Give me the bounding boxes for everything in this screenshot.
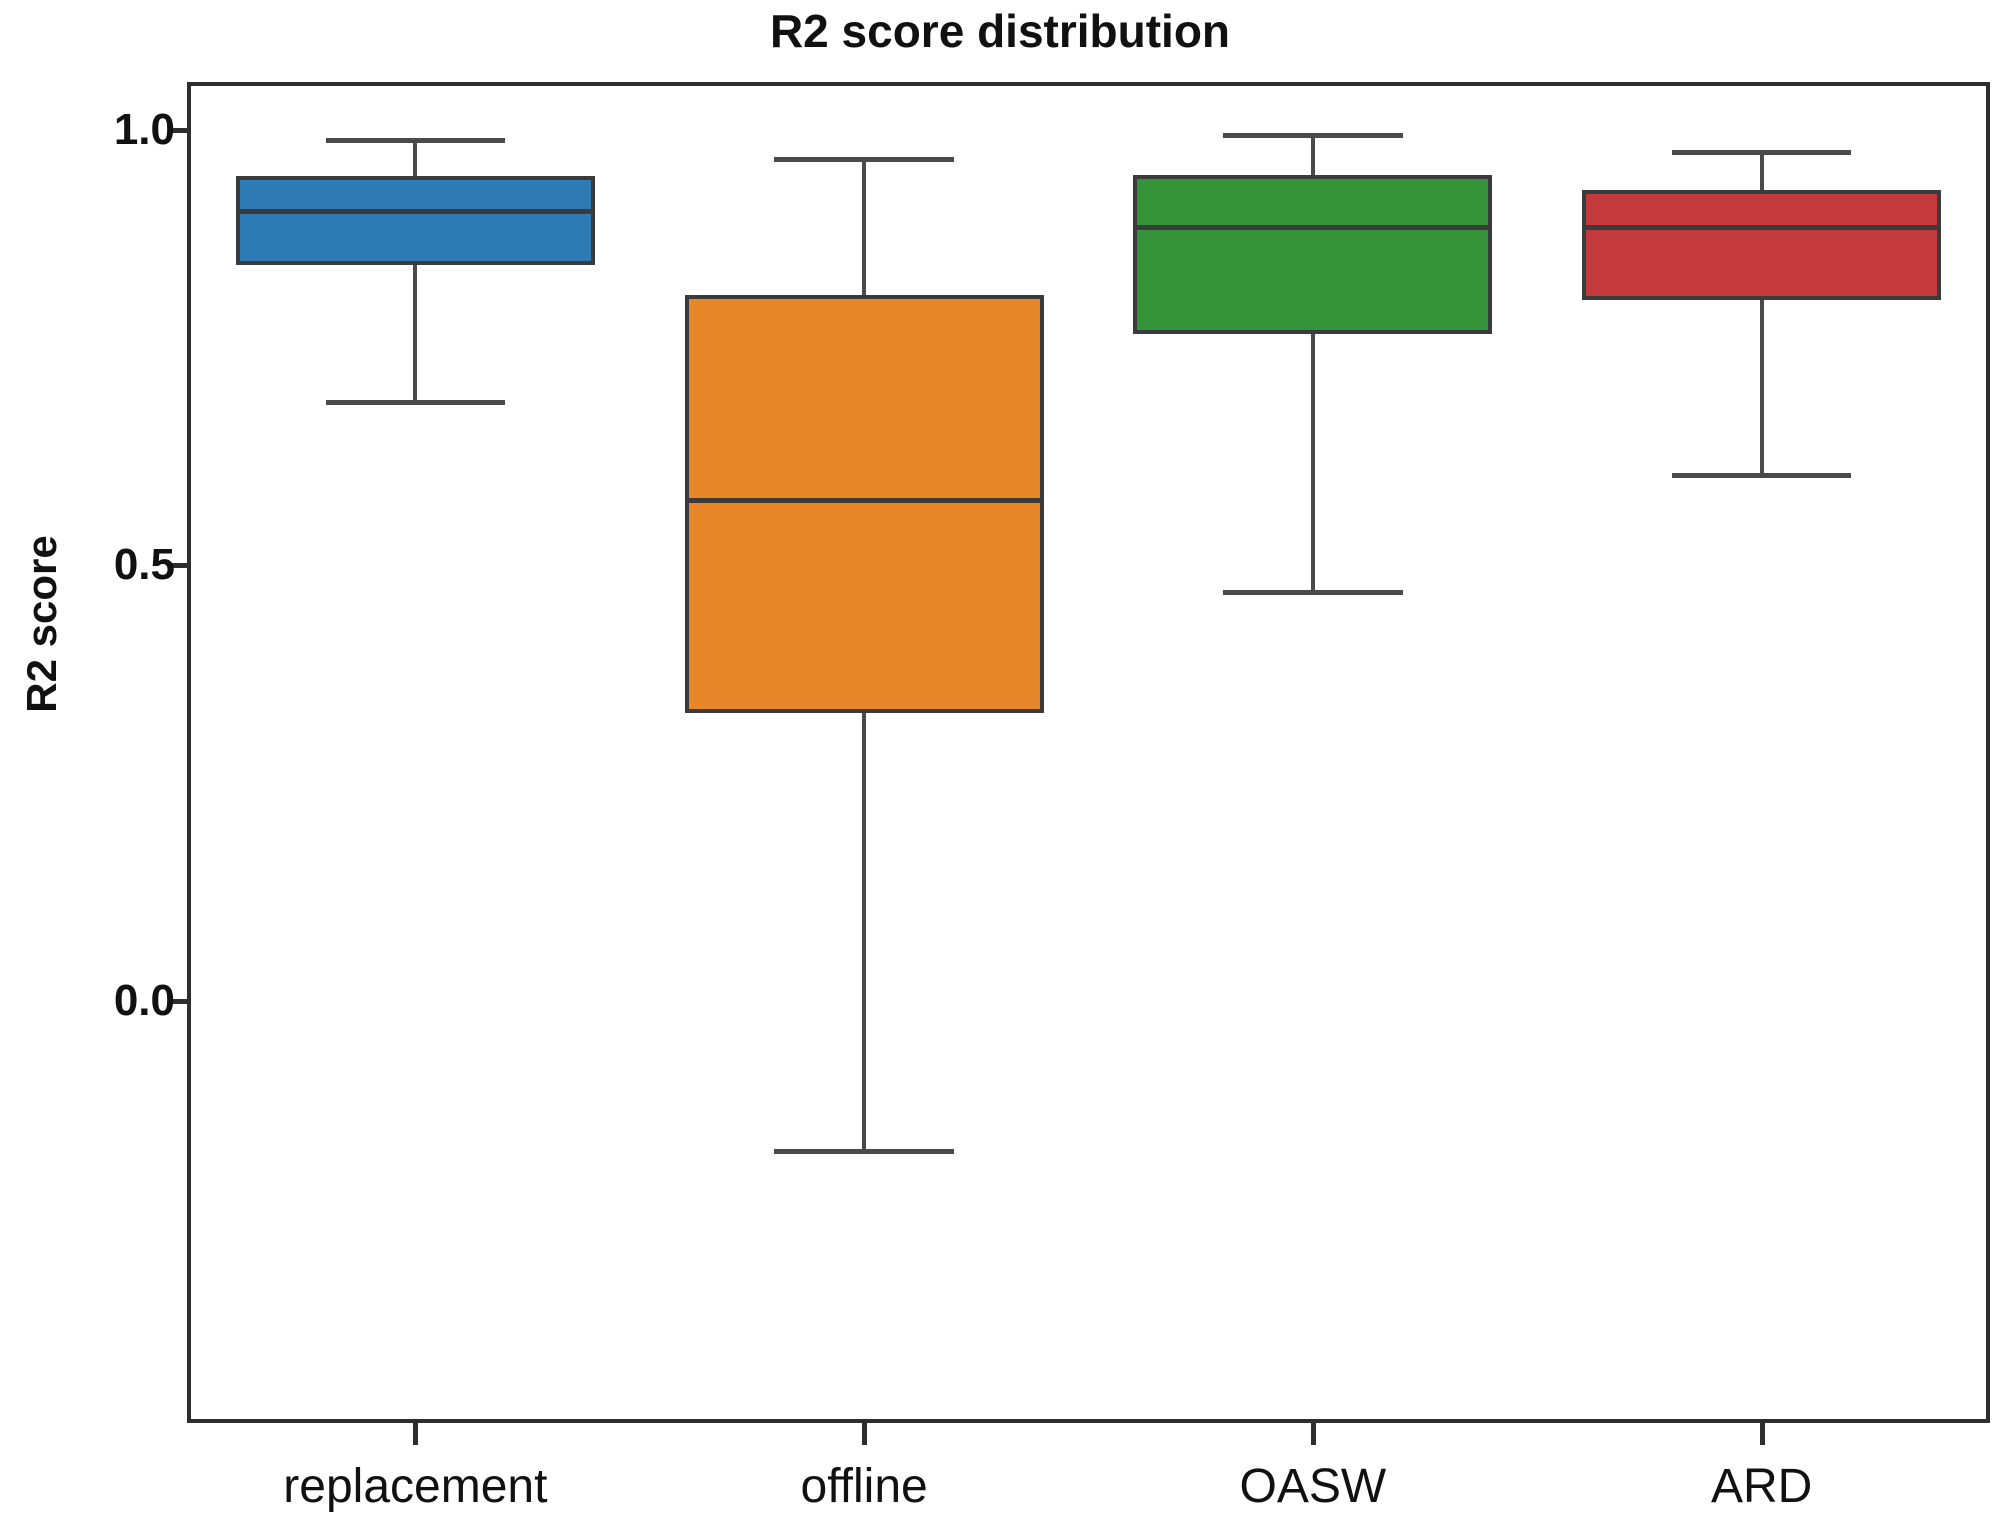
y-tick-mark bbox=[169, 998, 191, 1004]
whisker-lower bbox=[413, 264, 418, 400]
box-iqr[interactable] bbox=[1133, 174, 1493, 335]
x-tick-mark bbox=[1310, 1419, 1316, 1445]
y-tick-label: 1.0 bbox=[113, 104, 175, 154]
y-tick-label: 0.5 bbox=[113, 540, 175, 590]
whisker-upper bbox=[413, 138, 418, 176]
whisker-upper bbox=[1759, 150, 1764, 190]
whisker-cap-upper bbox=[1223, 133, 1403, 139]
y-tick-mark bbox=[169, 127, 191, 133]
whisker-cap-upper bbox=[774, 157, 954, 163]
whisker-cap-lower bbox=[325, 399, 506, 405]
plot-area: 1.0 0.5 0.0 replacement offline OASW ARD bbox=[114, 82, 1990, 1513]
whisker-lower bbox=[1310, 334, 1315, 590]
whisker-cap-upper bbox=[1671, 150, 1852, 156]
box-iqr[interactable] bbox=[1582, 189, 1942, 301]
whisker-cap-upper bbox=[325, 138, 506, 144]
x-tick-label-replacement: replacement bbox=[283, 1460, 548, 1513]
box-iqr[interactable] bbox=[684, 295, 1044, 714]
y-axis-title: R2 score bbox=[18, 535, 65, 713]
box-iqr[interactable] bbox=[235, 175, 595, 265]
median-line bbox=[1133, 225, 1493, 231]
whisker-lower bbox=[1759, 300, 1764, 473]
whisker-cap-lower bbox=[774, 1148, 954, 1154]
median-line bbox=[235, 208, 595, 214]
y-tick-mark bbox=[169, 563, 191, 569]
x-tick-mark bbox=[862, 1419, 868, 1445]
y-tick-label: 0.0 bbox=[113, 975, 175, 1025]
whisker-upper bbox=[1310, 133, 1315, 175]
x-tick-label-oasw: OASW bbox=[1239, 1460, 1387, 1513]
x-tick-mark bbox=[1759, 1419, 1765, 1445]
x-tick-label-offline: offline bbox=[800, 1460, 928, 1513]
median-line bbox=[684, 497, 1044, 503]
chart-title: R2 score distribution bbox=[769, 5, 1231, 57]
whisker-upper bbox=[862, 157, 867, 296]
whisker-lower bbox=[862, 713, 867, 1149]
whisker-cap-lower bbox=[1671, 472, 1852, 478]
x-tick-label-ard: ARD bbox=[1710, 1460, 1813, 1513]
median-line bbox=[1582, 225, 1942, 231]
whisker-cap-lower bbox=[1223, 589, 1403, 595]
x-tick-mark bbox=[413, 1419, 419, 1445]
